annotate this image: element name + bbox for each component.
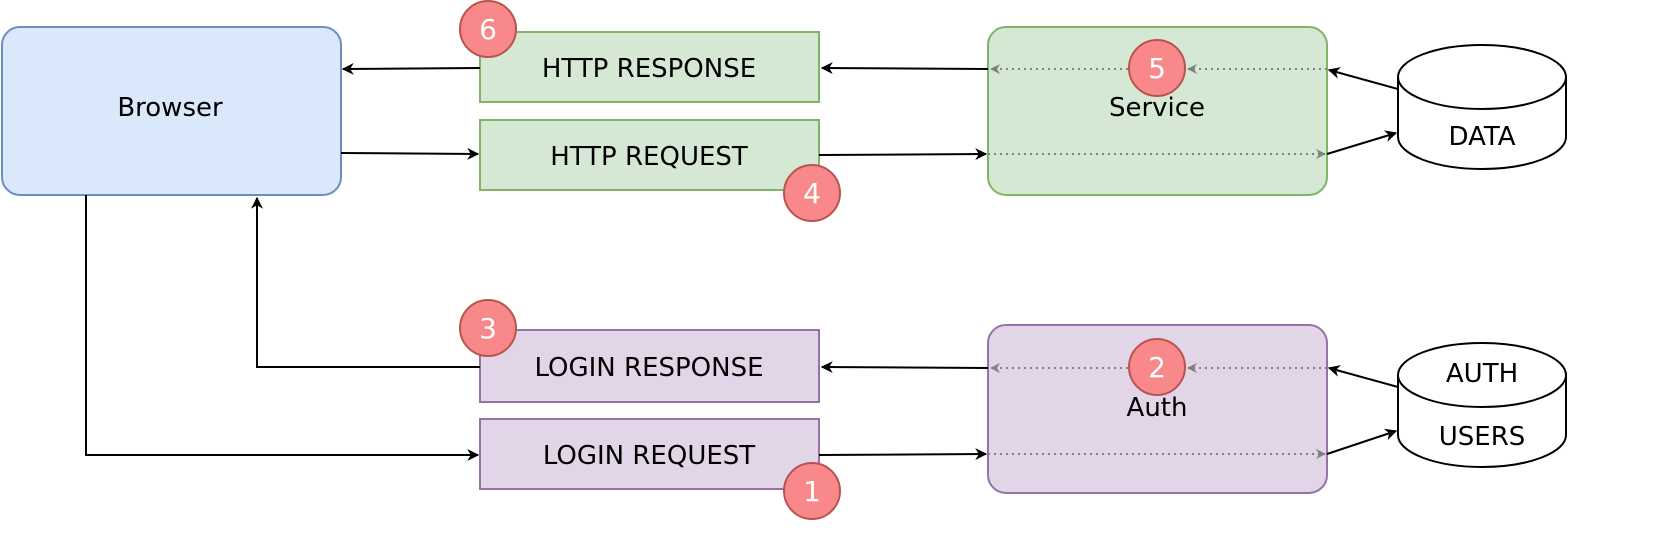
- arrow-browser-to-login-request: [85, 195, 480, 461]
- auth-users-label-line1: AUTH: [1446, 359, 1518, 389]
- arrow-data-to-service: [1327, 67, 1399, 90]
- arrow-login-response-to-browser: [251, 196, 480, 368]
- data-label: DATA: [1449, 122, 1516, 152]
- step-badge-3-number: 3: [479, 312, 497, 345]
- arrow-service-to-data: [1326, 130, 1398, 155]
- arrow-auth-to-login-response: [820, 361, 989, 374]
- login-response-box: [479, 329, 820, 403]
- arrow-login-request-to-auth: [818, 448, 988, 461]
- arrow-auth-to-auth-users: [1326, 428, 1398, 455]
- step-badge-4: 4: [783, 164, 841, 222]
- step-badge-5-number: 5: [1148, 52, 1166, 85]
- http-response-label: HTTP RESPONSE: [542, 54, 756, 84]
- step-badge-5: 5: [1128, 39, 1186, 97]
- browser-box: [1, 26, 342, 196]
- data-database-icon: [1397, 44, 1567, 170]
- auth-label: Auth: [1127, 393, 1188, 423]
- step-badge-2: 2: [1128, 338, 1186, 396]
- step-badge-4-number: 4: [803, 177, 821, 210]
- login-request-label: LOGIN REQUEST: [543, 441, 755, 471]
- step-badge-1: 1: [783, 462, 841, 520]
- auth-users-database-icon: [1397, 342, 1567, 468]
- step-badge-3: 3: [459, 299, 517, 357]
- arrow-http-response-to-browser: [341, 62, 481, 75]
- arrow-browser-to-http-request: [340, 147, 480, 160]
- http-response-box: [479, 31, 820, 103]
- http-request-box: [479, 119, 820, 191]
- browser-label: Browser: [117, 93, 223, 123]
- step-badge-6: 6: [459, 0, 517, 58]
- arrow-auth-users-to-auth: [1327, 365, 1399, 388]
- http-request-label: HTTP REQUEST: [550, 142, 748, 172]
- arrow-service-to-http-response: [820, 62, 989, 75]
- arrow-http-request-to-service: [818, 148, 988, 161]
- step-badge-2-number: 2: [1148, 351, 1166, 384]
- service-label: Service: [1109, 93, 1205, 123]
- step-badge-6-number: 6: [479, 13, 497, 46]
- step-badge-1-number: 1: [803, 475, 821, 508]
- login-response-label: LOGIN RESPONSE: [534, 353, 763, 383]
- auth-users-label-line2: USERS: [1439, 422, 1526, 452]
- login-request-box: [479, 418, 820, 490]
